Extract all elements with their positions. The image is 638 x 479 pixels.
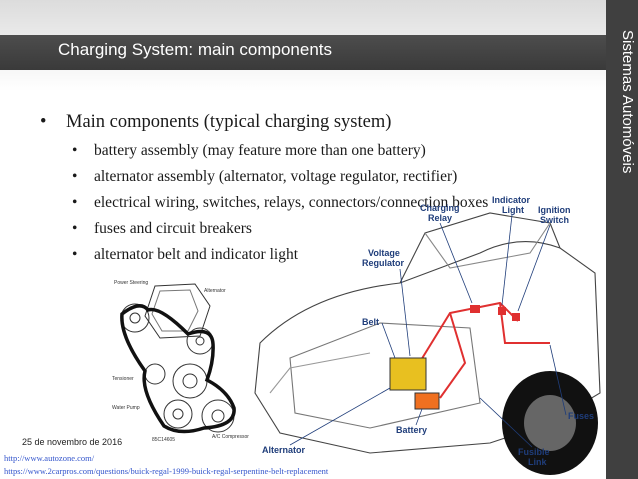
main-bullet: • Main components (typical charging syste… <box>40 112 391 133</box>
engine-bay-outline <box>289 322 481 429</box>
sub-bullet-text: alternator assembly (alternator, voltage… <box>94 168 458 185</box>
charging-relay-label-2: Relay <box>428 213 452 223</box>
indicator-light-label-2: Light <box>502 205 524 215</box>
bullet-dot: • <box>72 194 78 211</box>
windshield-outline <box>399 212 561 284</box>
fusible-link-label-1: Fusible <box>518 447 550 457</box>
sub-bullet-text: alternator belt and indicator light <box>94 246 299 263</box>
ignition-switch-unit <box>512 313 520 321</box>
battery-unit <box>414 392 440 410</box>
bullet-dot: • <box>40 112 47 132</box>
ac-compressor-label: A/C Compressor <box>212 434 249 440</box>
bullet-dot: • <box>72 220 78 237</box>
ignition-switch-label-1: Ignition <box>538 205 571 215</box>
crank-hub <box>182 373 198 389</box>
sub-bullet-text: battery assembly (may feature more than … <box>94 142 426 159</box>
sub-bullet-list: • battery assembly (may feature more than… <box>72 142 488 272</box>
fusible-link-label-2: Link <box>528 457 547 467</box>
wire-fuses <box>499 302 550 344</box>
title-bar <box>0 35 606 70</box>
relay-leader-line <box>439 222 473 304</box>
tensioner-label: Tensioner <box>112 376 134 382</box>
source-link-2carpros[interactable]: https://www.2carpros.com/questions/buick… <box>4 466 329 476</box>
main-bullet-text: Main components (typical charging system… <box>66 112 392 132</box>
fusible-link-leader-line <box>479 397 533 448</box>
water-pump-label: Water Pump <box>112 405 140 411</box>
alternator-label: Alternator <box>262 445 306 455</box>
serpentine-belt <box>120 304 236 434</box>
power-steering-label-1: Power Steering <box>114 280 148 286</box>
crank-pulley <box>172 363 208 399</box>
engine-detail <box>151 289 199 332</box>
tensioner-pulley <box>144 363 166 385</box>
side-title: Sistemas Automóveis <box>619 30 636 174</box>
sub-bullet: • electrical wiring, switches, relays, co… <box>72 194 488 220</box>
fuses-label: Fuses <box>568 411 594 421</box>
bullet-dot: • <box>72 246 78 263</box>
voltage-regulator-label-2: Regulator <box>362 258 405 268</box>
sub-bullet-text: fuses and circuit breakers <box>94 220 252 237</box>
front-wheel-rim <box>524 395 576 451</box>
battery-leader-line <box>415 408 423 426</box>
power-steering-hub <box>129 312 141 324</box>
sub-bullet: • alternator assembly (alternator, voltag… <box>72 168 488 194</box>
fuses-leader-line <box>549 344 567 416</box>
voltage-regulator-label-1: Voltage <box>368 248 400 258</box>
alternator-leader-line <box>289 387 391 446</box>
car-charging-diagram: Charging Relay Indicator Light Ignition … <box>254 195 601 475</box>
charging-relay-label-1: Charging <box>420 203 460 213</box>
diagram-code: 85C14605 <box>152 437 175 443</box>
sub-bullet-text: electrical wiring, switches, relays, con… <box>94 194 489 211</box>
belt-leader-line <box>381 322 396 359</box>
regulator-leader-line <box>399 268 411 357</box>
sub-bullet: • alternator belt and indicator light <box>72 246 488 272</box>
alternator-label: Alternator <box>204 288 226 294</box>
indicator-light-label-1: Indicator <box>492 195 531 205</box>
alternator-unit <box>389 357 427 391</box>
bullet-dot: • <box>72 168 78 185</box>
hood-line <box>269 352 371 394</box>
dashboard-outline <box>424 222 551 269</box>
bullet-dot: • <box>72 142 78 159</box>
slide-title: Charging System: main components <box>58 40 333 59</box>
sub-bullet: • battery assembly (may feature more than… <box>72 142 488 168</box>
water-pump-hub <box>172 408 184 420</box>
indicator-leader-line <box>501 214 513 306</box>
footer-date: 25 de novembro de 2016 <box>22 437 123 447</box>
source-link-autozone[interactable]: http://www.autozone.com/ <box>4 453 95 463</box>
indicator-light-unit <box>498 307 506 315</box>
charging-relay-unit <box>470 305 480 313</box>
ignition-leader-line <box>517 224 551 312</box>
ac-compressor-hub <box>211 409 225 423</box>
battery-label: Battery <box>396 425 427 435</box>
water-pump-pulley <box>163 399 193 429</box>
side-band <box>606 0 638 479</box>
belt-label: Belt <box>362 317 379 327</box>
wire-battery <box>439 312 467 399</box>
alternator-hub <box>195 336 205 346</box>
sub-bullet: • fuses and circuit breakers <box>72 220 488 246</box>
car-body-outline <box>254 241 601 454</box>
engine-block-outline <box>144 283 211 339</box>
ignition-switch-label-2: Switch <box>540 215 569 225</box>
serpentine-belt-diagram: Power Steering Alternator Tensioner Wate… <box>112 280 249 443</box>
